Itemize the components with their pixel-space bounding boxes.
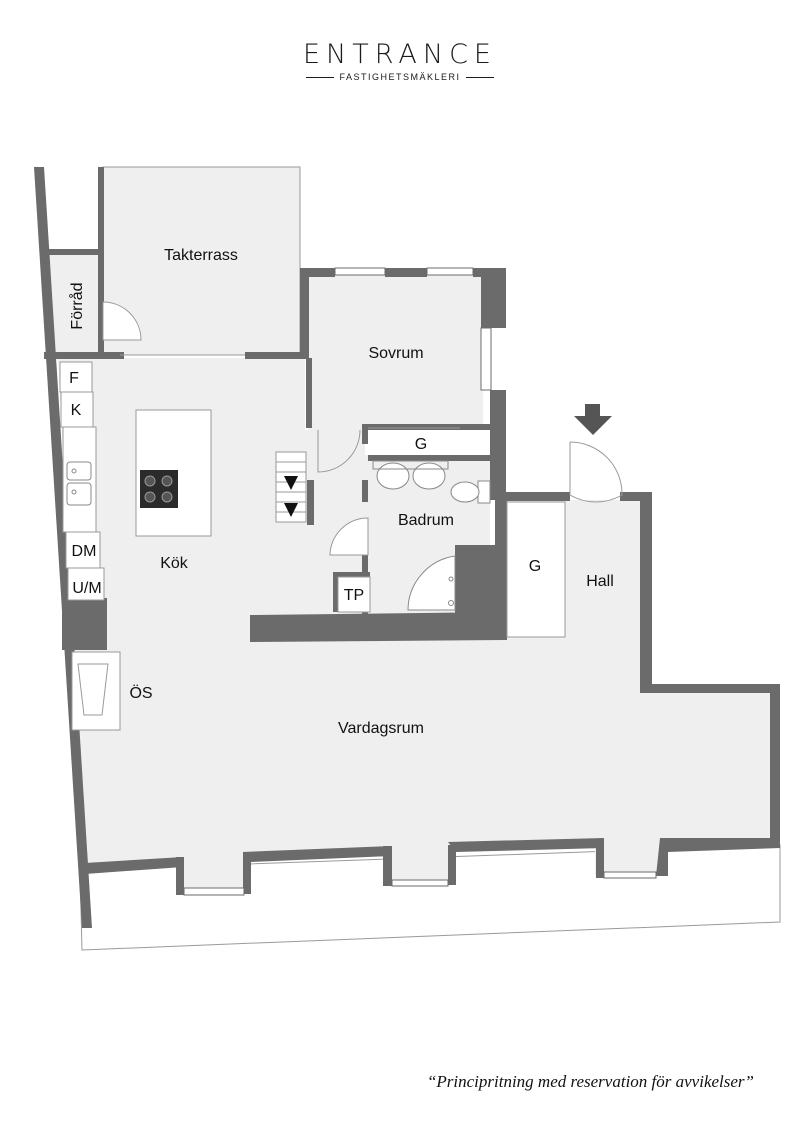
kitchen-sink xyxy=(66,461,92,506)
g-closet-hall-label: G xyxy=(529,558,541,575)
forrad-label: Förråd xyxy=(68,282,86,329)
doors xyxy=(102,301,623,556)
g-closet-bedroom-label: G xyxy=(415,436,427,453)
forrad-area xyxy=(48,253,103,355)
tp-box xyxy=(337,576,371,613)
stair-arrow-icon xyxy=(284,503,298,517)
brand-tagline-row: FASTIGHETSMÄKLERI xyxy=(0,72,800,82)
walls xyxy=(34,167,780,928)
vardagsrum-label: Vardagsrum xyxy=(338,720,424,737)
bathroom-fixtures xyxy=(372,460,491,611)
oven-microwave-label: U/M xyxy=(72,580,101,597)
dishwasher-label: DM xyxy=(72,543,97,560)
disclaimer: “Principritning med reservation för avvi… xyxy=(426,1072,754,1091)
cooktop xyxy=(140,470,178,508)
brand-logo: ENTRANCE FASTIGHETSMÄKLERI xyxy=(0,40,800,82)
sovrum-floor xyxy=(308,275,483,430)
os-label: ÖS xyxy=(129,684,152,702)
fridge-label: F xyxy=(69,370,79,387)
tagline-rule-right xyxy=(465,76,494,78)
brand-tagline: FASTIGHETSMÄKLERI xyxy=(339,72,461,82)
takterrass-label: Takterrass xyxy=(164,247,238,264)
entrance-arrow-icon xyxy=(574,404,612,435)
tagline-rule-left xyxy=(306,76,335,78)
stair-arrow-icon xyxy=(284,476,298,490)
hall-wardrobe xyxy=(506,501,566,638)
freezer-label: K xyxy=(71,402,82,419)
windows xyxy=(183,267,657,896)
badrum-label: Badrum xyxy=(398,512,454,529)
brand-name: ENTRANCE xyxy=(303,39,497,70)
tp-label: TP xyxy=(344,587,364,604)
hall-label: Hall xyxy=(586,573,614,590)
kok-label: Kök xyxy=(160,555,189,572)
sovrum-label: Sovrum xyxy=(368,345,423,362)
fireplace xyxy=(71,651,121,731)
